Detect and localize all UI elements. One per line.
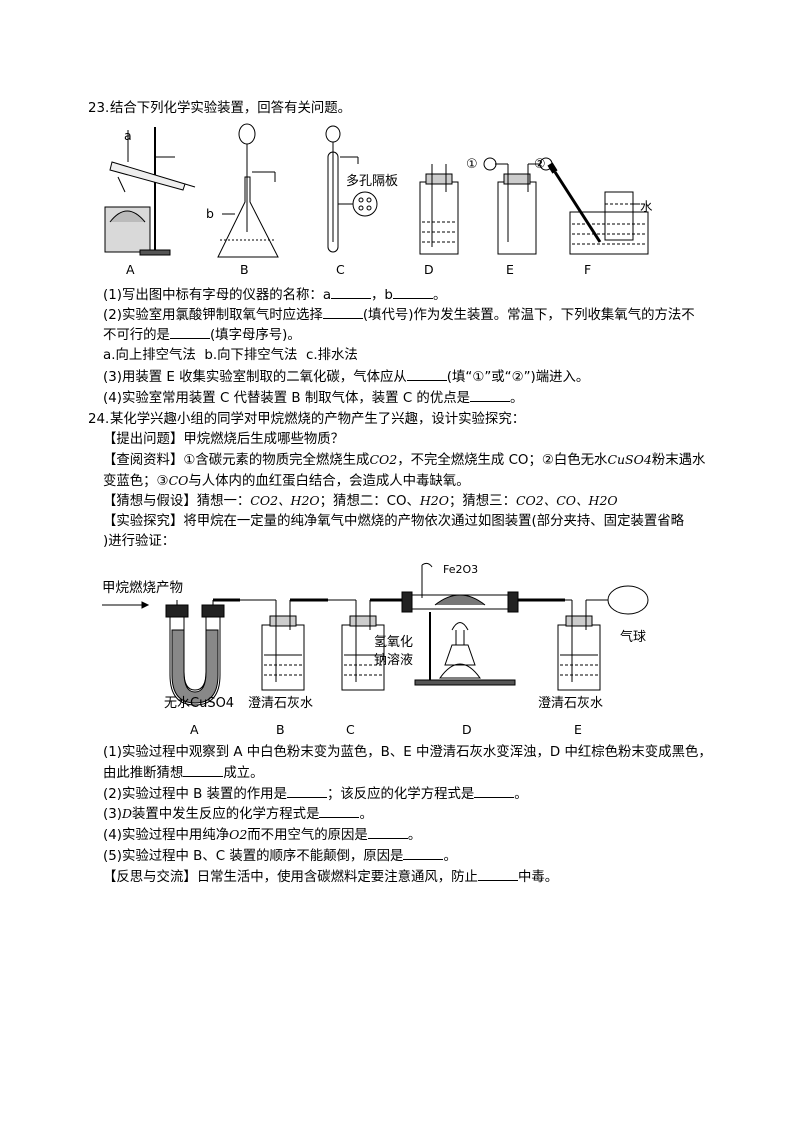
q24-experiment-2: )进行验证： bbox=[103, 534, 176, 549]
fe2o3-label: Fe2O3 bbox=[443, 563, 479, 576]
q24-caption-e: E bbox=[574, 722, 582, 737]
q24-caption-c: C bbox=[346, 722, 355, 737]
question-24-stem: 某化学兴趣小组的同学对甲烷燃烧的产物产生了兴趣，设计实验探究： bbox=[110, 412, 526, 427]
limewater-b-label: 澄清石灰水 bbox=[248, 696, 314, 711]
q23-caption-c: C bbox=[336, 262, 345, 277]
q24-references-2: 变蓝色；③CO与人体内的血红蛋白结合，会造成人中毒缺氧。 bbox=[103, 473, 470, 489]
q24-item-3: (3)D装置中发生反应的化学方程式是。 bbox=[103, 806, 373, 822]
q24-problem: 【提出问题】甲烷燃烧后生成哪些物质？ bbox=[103, 432, 345, 447]
instrument-a-label: a bbox=[124, 128, 132, 143]
q23-options: a.向上排空气法 b.向下排空气法 c.排水法 bbox=[103, 348, 358, 363]
q24-caption-d: D bbox=[462, 722, 472, 737]
port-2-label: ② bbox=[534, 157, 546, 172]
balloon-label: 气球 bbox=[620, 630, 647, 645]
question-23-number: 23. bbox=[88, 101, 110, 116]
q24-item-4: (4)实验过程中用纯净O2而不用空气的原因是。 bbox=[103, 827, 422, 843]
q23-caption-f: F bbox=[584, 262, 592, 277]
porous-plate-label: 多孔隔板 bbox=[346, 174, 399, 189]
limewater-e-label: 澄清石灰水 bbox=[538, 696, 604, 711]
q23-apparatus-figure bbox=[104, 123, 649, 258]
q24-caption-a: A bbox=[190, 722, 199, 737]
q24-hypotheses: 【猜想与假设】猜想一：CO2、H2O；猜想二：CO、H2O；猜想三：CO2、CO… bbox=[103, 493, 618, 509]
q23-caption-e: E bbox=[506, 262, 514, 277]
q23-item-2: (2)实验室用氯酸钾制取氧气时应选择(填代号)作为发生装置。常温下，下列收集氧气… bbox=[103, 308, 695, 323]
q24-item-2: (2)实验过程中 B 装置的作用是；该反应的化学方程式是。 bbox=[103, 787, 528, 802]
question-23-stem: 结合下列化学实验装置，回答有关问题。 bbox=[110, 101, 352, 116]
q23-item-1: (1)写出图中标有字母的仪器的名称：a，b。 bbox=[103, 288, 447, 303]
q23-item-2-cont: 不可行的是(填字母序号)。 bbox=[103, 328, 301, 343]
q23-item-4: (4)实验室常用装置 C 代替装置 B 制取气体，装置 C 的优点是。 bbox=[103, 391, 524, 406]
q24-item-1: (1)实验过程中观察到 A 中白色粉末变为蓝色，B、E 中澄清石灰水变浑浊，D … bbox=[103, 745, 712, 760]
q23-item-3: (3)用装置 E 收集实验室制取的二氧化碳，气体应从(填“①”或“②”)端进入。 bbox=[103, 370, 590, 385]
q24-experiment-1: 【实验探究】将甲烷在一定量的纯净氧气中燃烧的产物依次通过如图装置(部分夹持、固定… bbox=[103, 514, 685, 529]
cuso4-label: 无水CuSO4 bbox=[164, 696, 235, 711]
q24-item-5: (5)实验过程中 B、C 装置的顺序不能颠倒，原因是。 bbox=[103, 849, 457, 864]
q24-references-1: 【查阅资料】①含碳元素的物质完全燃烧生成CO2，不完全燃烧生成 CO；②白色无水… bbox=[103, 452, 706, 468]
instrument-b-label: b bbox=[206, 206, 214, 221]
water-label: 水 bbox=[640, 199, 653, 214]
naoh-label: 氢氧化钠溶液 bbox=[374, 635, 414, 668]
port-1-label: ① bbox=[466, 157, 478, 172]
q24-item-1-cont: 由此推断猜想成立。 bbox=[103, 766, 264, 781]
q24-caption-b: B bbox=[276, 722, 285, 737]
q24-reflection: 【反思与交流】日常生活中，使用含碳燃料定要注意通风，防止中毒。 bbox=[103, 870, 559, 885]
q24-apparatus-figure bbox=[102, 562, 649, 706]
q23-caption-b: B bbox=[240, 262, 249, 277]
inlet-label: 甲烷燃烧产物 bbox=[102, 580, 183, 596]
question-24-number: 24. bbox=[88, 412, 110, 427]
q23-caption-d: D bbox=[424, 262, 434, 277]
q23-caption-a: A bbox=[126, 262, 135, 277]
